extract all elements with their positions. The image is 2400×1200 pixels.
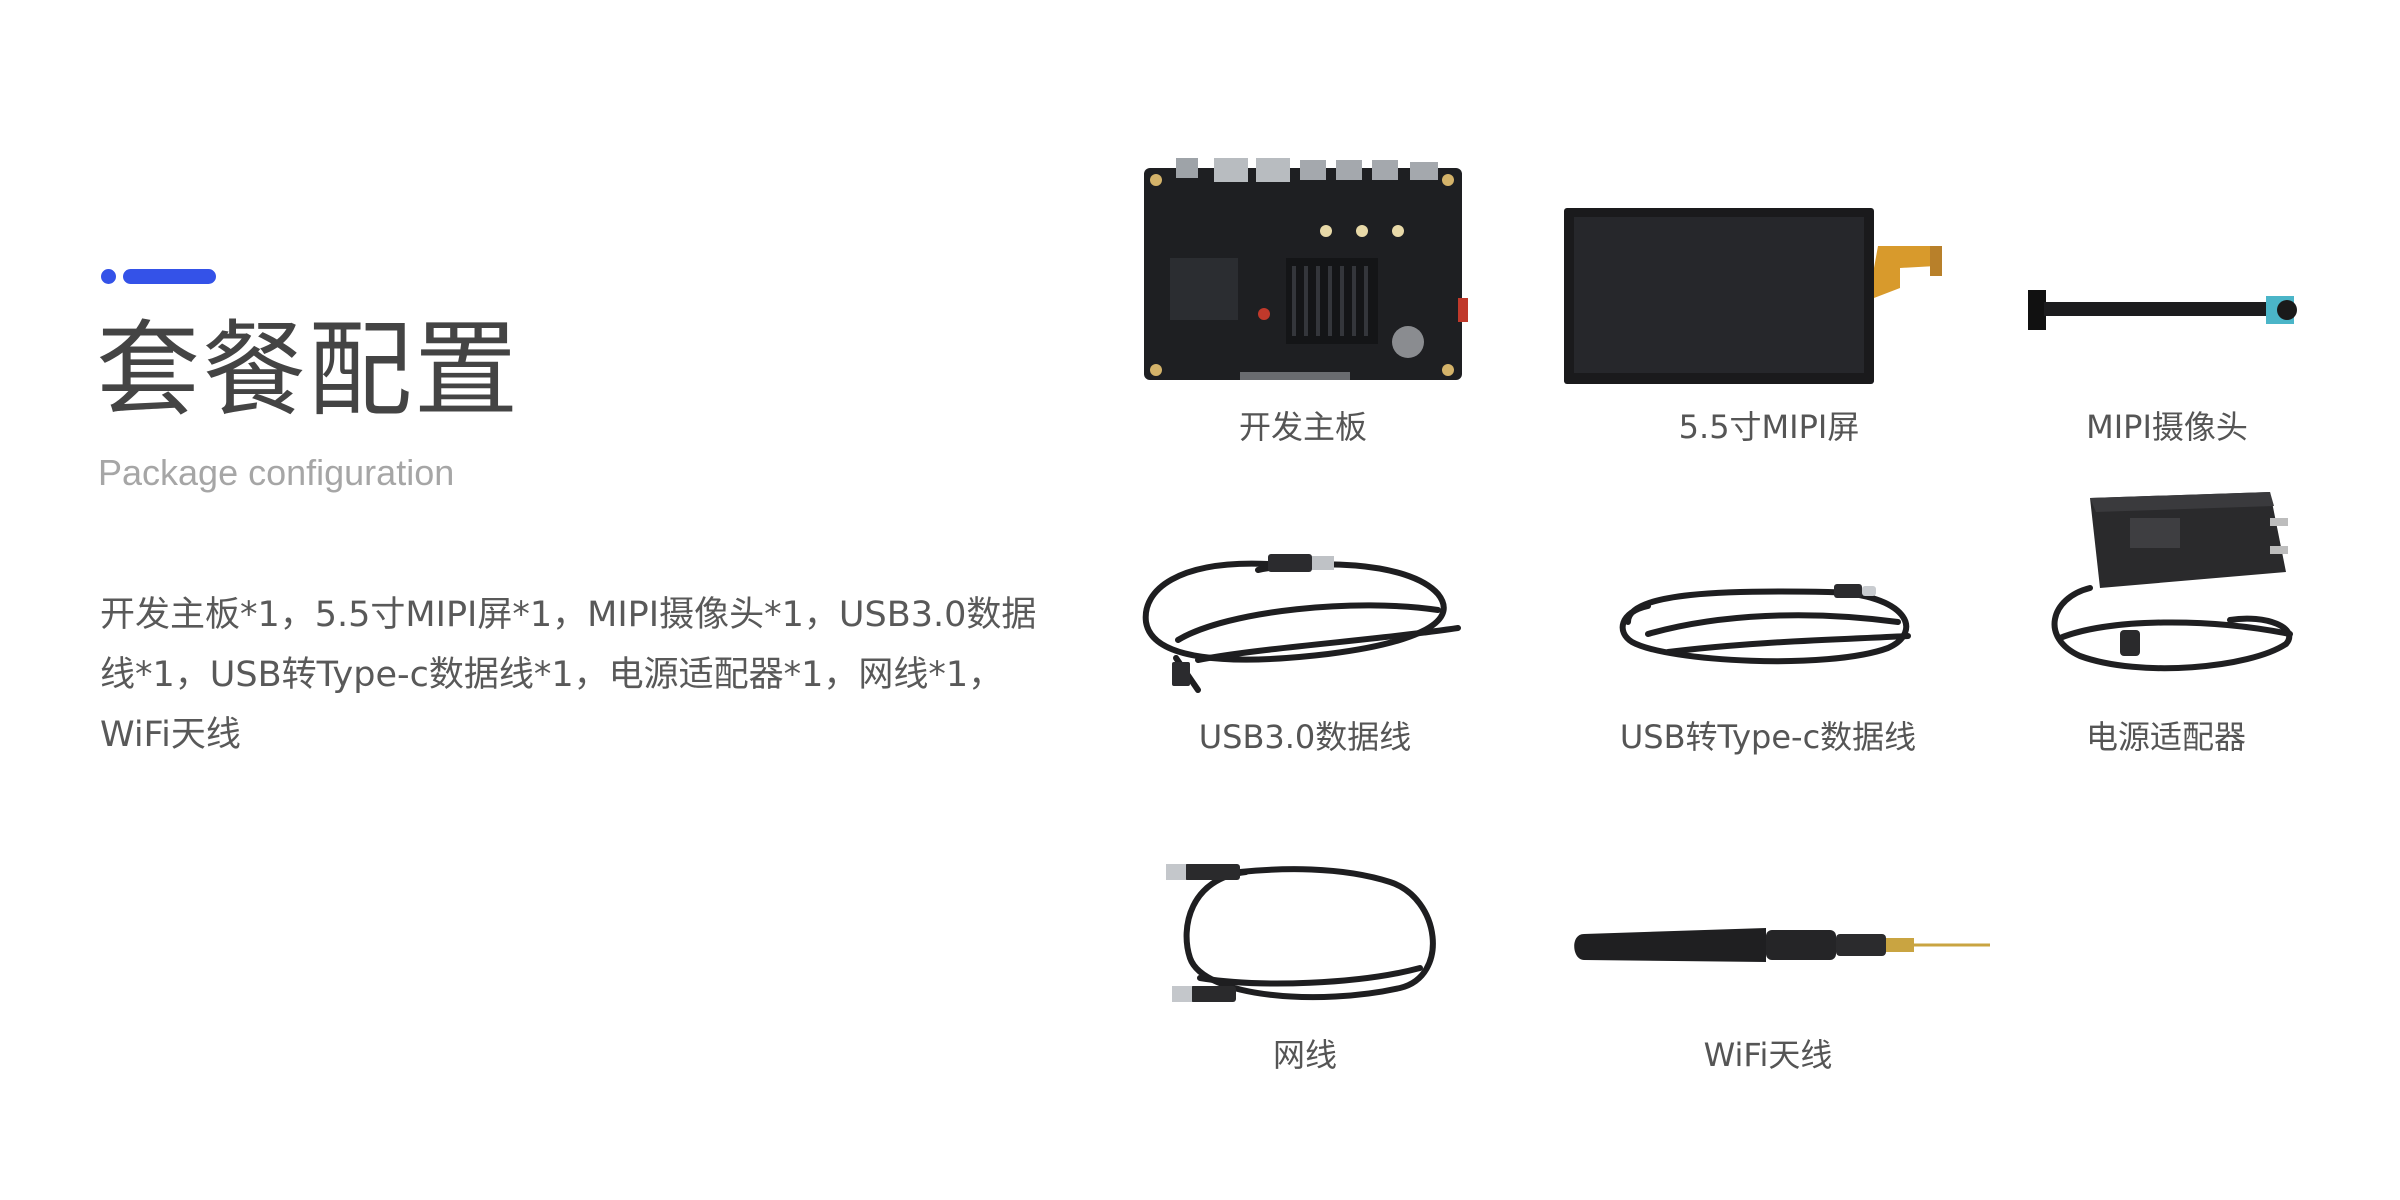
- description-line: 线*1，USB转Type-c数据线*1，电源适配器*1，网线*1，: [100, 655, 1004, 695]
- description-line: WiFi天线: [100, 715, 241, 755]
- product-label: USB3.0数据线: [1198, 718, 1412, 756]
- product-label: USB转Type-c数据线: [1619, 718, 1917, 756]
- package-description: 开发主板*1，5.5寸MIPI屏*1，MIPI摄像头*1，USB3.0数据 线*…: [100, 585, 1090, 765]
- product-label: 网线: [1272, 1036, 1338, 1074]
- page-subtitle: Package configuration: [98, 452, 455, 493]
- product-label: 5.5寸MIPI屏: [1678, 408, 1860, 446]
- product-label: 开发主板: [1238, 408, 1368, 446]
- product-label: MIPI摄像头: [2086, 408, 2248, 446]
- accent-dot: [101, 269, 116, 284]
- page-title: 套餐配置: [96, 309, 521, 431]
- wifi-antenna-icon: [1574, 928, 1990, 962]
- display-screen-icon: [1564, 208, 1942, 384]
- accent-bar: [123, 269, 216, 284]
- camera-module-icon: [2028, 290, 2297, 330]
- type-c-cable-icon: [1619, 584, 1911, 665]
- product-label: WiFi天线: [1703, 1036, 1833, 1074]
- product-label: 电源适配器: [2085, 718, 2247, 756]
- usb-cable-icon: [1142, 554, 1461, 693]
- dev-board-icon: [1144, 158, 1468, 380]
- ethernet-cable-icon: [1166, 864, 1436, 1002]
- power-adapter-icon: [2051, 492, 2293, 672]
- description-line: 开发主板*1，5.5寸MIPI屏*1，MIPI摄像头*1，USB3.0数据: [100, 595, 1037, 635]
